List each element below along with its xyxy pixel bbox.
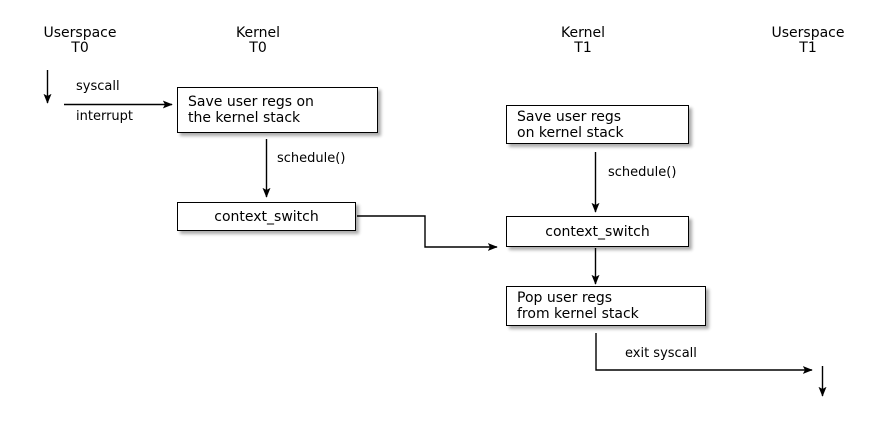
column-header-line2: T1 xyxy=(574,40,592,56)
column-header-line2: T0 xyxy=(71,40,89,56)
label-exit-syscall: exit syscall xyxy=(625,346,697,361)
node-pop-user-regs-t1[interactable]: Pop user regs from kernel stack xyxy=(506,286,706,326)
node-line2: the kernel stack xyxy=(188,110,301,126)
column-header-line1: Userspace xyxy=(43,25,117,41)
node-line1: Pop user regs xyxy=(517,290,613,306)
node-save-user-regs-t1[interactable]: Save user regs on kernel stack xyxy=(506,105,689,144)
column-header-line1: Userspace xyxy=(771,25,845,41)
arrow-context-switch-t0-to-t1 xyxy=(357,215,498,251)
column-header-kernel-t0: Kernel T0 xyxy=(188,26,328,56)
column-header-userspace-t0: Userspace T0 xyxy=(10,26,150,56)
node-line1: Save user regs xyxy=(517,108,622,125)
node-context-switch-t1[interactable]: context_switch xyxy=(506,216,689,247)
node-line2: on kernel stack xyxy=(517,124,624,141)
node-line2: from kernel stack xyxy=(517,306,639,322)
node-line1: Save user regs on xyxy=(188,94,314,110)
arrow-exit-syscall xyxy=(595,333,813,374)
column-header-line1: Kernel xyxy=(561,25,605,41)
column-header-userspace-t1: Userspace T1 xyxy=(738,26,870,56)
column-header-line1: Kernel xyxy=(236,25,280,41)
label-interrupt: interrupt xyxy=(76,109,133,124)
label-syscall: syscall xyxy=(76,79,120,94)
label-schedule-t0: schedule() xyxy=(277,151,346,166)
node-save-user-regs-t0[interactable]: Save user regs on the kernel stack xyxy=(177,87,378,133)
column-header-line2: T1 xyxy=(799,40,817,56)
column-header-line2: T0 xyxy=(249,40,267,56)
node-line1: context_switch xyxy=(545,223,650,240)
node-line1: context_switch xyxy=(214,208,319,225)
column-header-kernel-t1: Kernel T1 xyxy=(513,26,653,56)
label-schedule-t1: schedule() xyxy=(608,165,677,180)
node-context-switch-t0[interactable]: context_switch xyxy=(177,202,356,231)
